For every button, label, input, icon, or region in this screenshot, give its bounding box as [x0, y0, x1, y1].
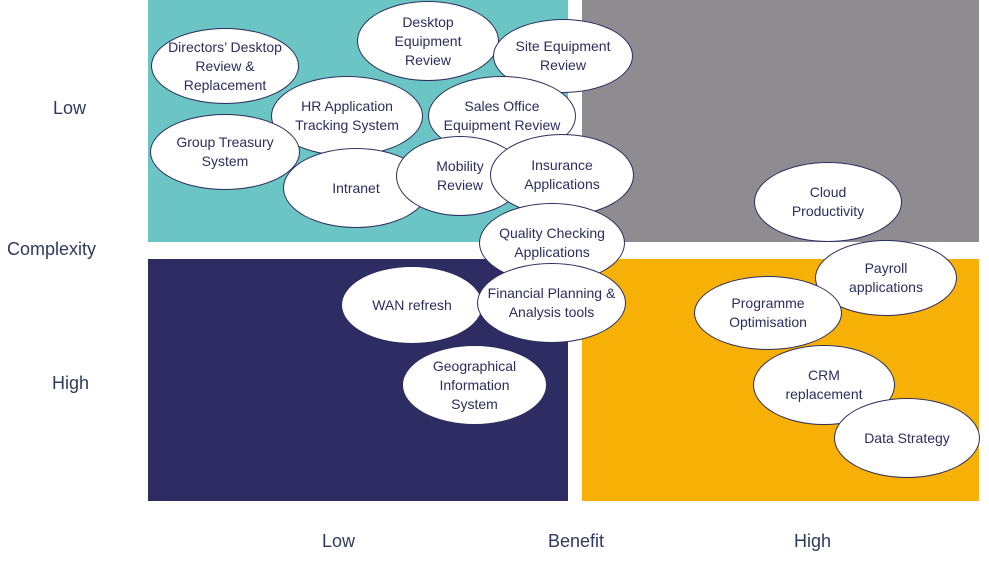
bubble-directors-desktop-review: Directors’ Desktop Review & Replacement — [151, 28, 299, 104]
y-axis-title: Complexity — [7, 239, 97, 259]
y-axis-high-label: High — [52, 373, 90, 393]
x-axis-title: Benefit — [548, 531, 605, 551]
x-axis-high-label: High — [794, 531, 832, 551]
bubble-programme-optimisation: Programme Optimisation — [694, 276, 842, 350]
bubble-financial-planning-analysis: Financial Planning & Analysis tools — [477, 263, 626, 343]
y-axis-low-label: Low — [53, 98, 87, 118]
bubble-desktop-equipment-review: Desktop Equipment Review — [357, 1, 499, 81]
bubble-geographical-information-system: Geographical Information System — [402, 345, 547, 425]
bubble-data-strategy: Data Strategy — [834, 398, 980, 478]
bubble-group-treasury-system: Group Treasury System — [150, 114, 300, 190]
bubble-insurance-applications: Insurance Applications — [490, 134, 634, 216]
bubble-wan-refresh: WAN refresh — [341, 266, 483, 344]
bubble-cloud-productivity: Cloud Productivity — [754, 162, 902, 242]
x-axis-low-label: Low — [322, 531, 356, 551]
